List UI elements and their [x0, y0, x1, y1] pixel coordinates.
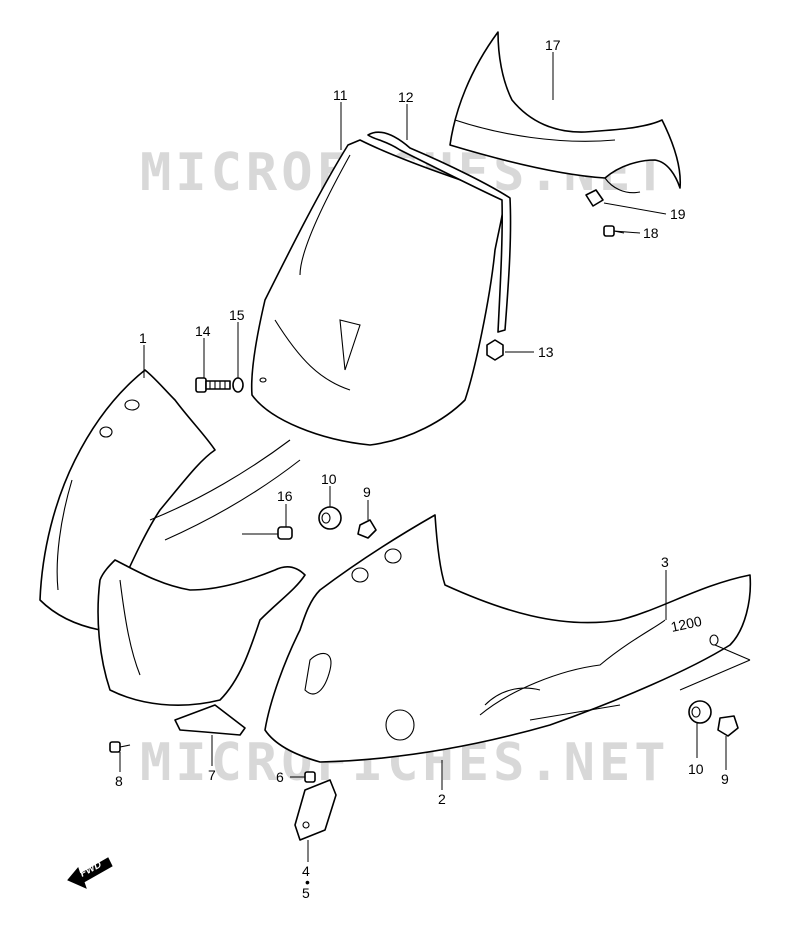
callout-1: 1: [139, 330, 147, 346]
part-6-screw: [304, 771, 316, 783]
extra-callouts: 8 10 •: [115, 761, 704, 890]
part-4-5-mounting-plate: [294, 779, 337, 841]
callout-5: 5: [302, 885, 310, 901]
part-9-fastener-lower: [717, 715, 739, 737]
callout-12: 12: [398, 89, 414, 105]
callout-19-label: 19: [670, 206, 686, 222]
callout-10b-num: 10: [688, 761, 704, 777]
part-10-grommet-lower: [688, 700, 712, 724]
callout-11: 11: [333, 87, 348, 103]
part-10-grommet-upper: [318, 506, 342, 530]
bullet-4-5: •: [305, 874, 310, 890]
callout-8-num: 8: [115, 773, 123, 789]
part-3-emblem: 1200: [479, 613, 703, 716]
part-2-lower-cowling: [264, 514, 752, 763]
part-18-screw: [603, 225, 625, 237]
callout-4: 4: [302, 863, 310, 879]
part-7-bracket: [174, 704, 246, 736]
part-19-clip-nut: [585, 189, 604, 207]
part-8-screw: [109, 741, 131, 753]
callout-10a: 10: [321, 471, 337, 487]
part-14-bolt: [195, 377, 231, 393]
part-12-windscreen-seal: [367, 131, 512, 333]
leader-lines: [119, 52, 751, 862]
callout-13: 13: [538, 344, 554, 360]
part-15-washer: [232, 377, 244, 393]
emblem-badge-text: 1200: [669, 613, 703, 635]
callout-labels: 17 11 12 19 19 18 13 14 15 1 16 10 10 9 …: [139, 37, 729, 901]
forward-direction-arrow: FWD: [67, 857, 113, 889]
callout-3: 3: [661, 554, 669, 570]
part-17-cowl-cover: [449, 31, 682, 194]
part-13-nut: [486, 339, 504, 361]
callout-15: 15: [229, 307, 245, 323]
callout-9a: 9: [363, 484, 371, 500]
callout-2: 2: [438, 791, 446, 807]
callout-9b: 9: [721, 771, 729, 787]
callout-14: 14: [195, 323, 211, 339]
callout-17: 17: [545, 37, 561, 53]
part-11-windscreen: [250, 139, 506, 446]
part-16-rivet: [277, 526, 293, 540]
callout-7: 7: [208, 767, 216, 783]
callout-6: 6: [276, 769, 284, 785]
part-1-upper-cowling: [39, 369, 306, 706]
part-9-fastener-upper: [357, 519, 377, 539]
callout-16: 16: [277, 488, 293, 504]
callout-18: 18: [643, 225, 659, 241]
